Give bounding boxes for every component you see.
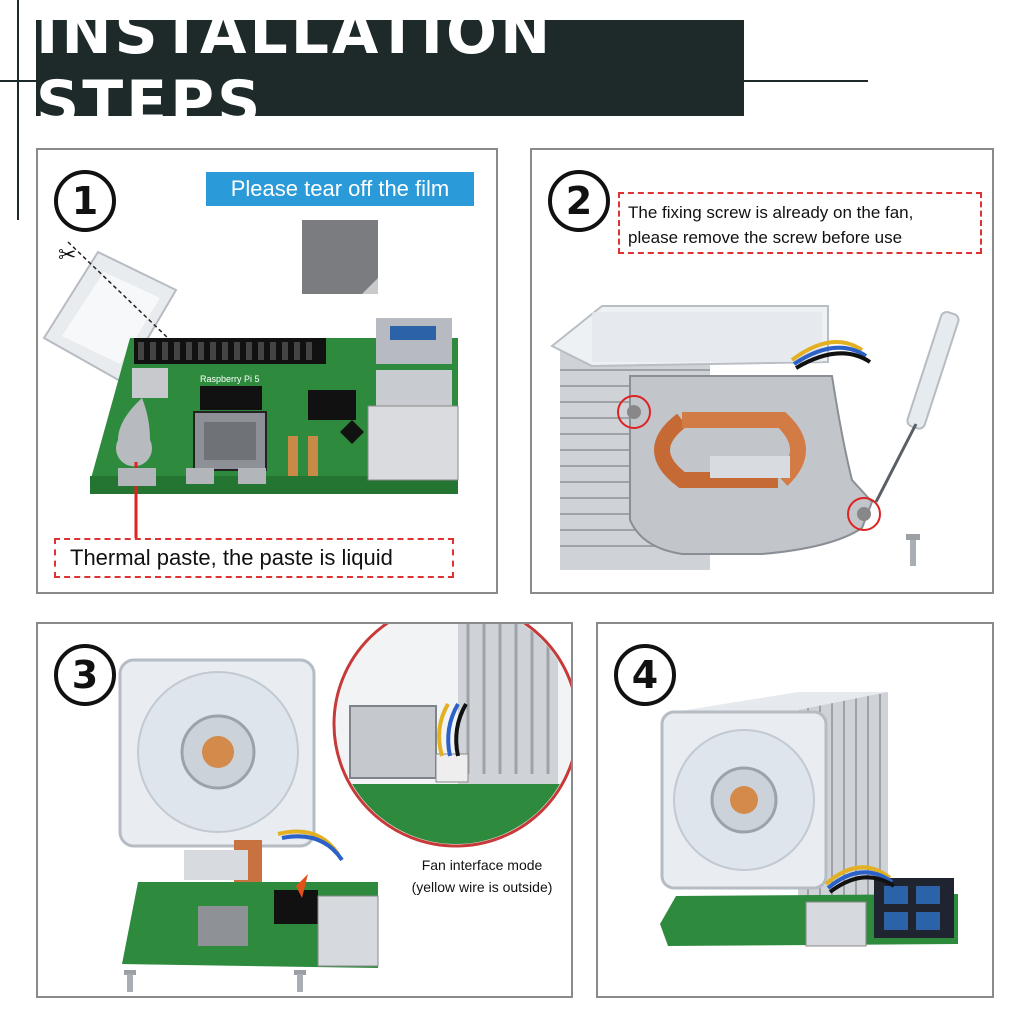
step-2-number: 2 [548, 170, 610, 232]
screwdriver-icon [874, 311, 960, 503]
fixing-screw-note-line1: The fixing screw is already on the fan, [628, 203, 914, 222]
step-2-panel: 2 The fixing screw is already on the fan… [530, 148, 994, 594]
fan-mounting-illustration [118, 624, 571, 992]
header-decor-vertical-line [17, 0, 19, 220]
step-1-number: 1 [54, 170, 116, 232]
step-4-panel: 4 [596, 622, 994, 998]
step-1-panel: 1 Please tear off the film ✂ Raspberry P… [36, 148, 498, 594]
cooling-fan-icon [660, 710, 828, 890]
page-title: INSTALLATION STEPS [36, 0, 554, 138]
thermal-paste-pouch-icon [42, 241, 178, 384]
header-banner: INSTALLATION STEPS [36, 0, 744, 138]
film-peel-corner [362, 278, 378, 294]
header-decor-right-line [744, 80, 868, 82]
cooling-fan-icon [550, 305, 829, 368]
cooling-fan-icon [118, 658, 316, 848]
fan-interface-caption-line1: Fan interface mode [421, 857, 543, 873]
fixing-screw-note-line2: please remove the screw before use [628, 228, 903, 247]
raspberry-pi-board-illustration: Raspberry Pi 5 [42, 241, 459, 538]
screw-icon [906, 534, 920, 566]
assembled-cooler-illustration [660, 692, 958, 947]
board-label: Raspberry Pi 5 [200, 374, 260, 384]
step-3-number: 3 [54, 644, 116, 706]
header-decor-left-line [0, 80, 36, 82]
fixing-screw-note: The fixing screw is already on the fan, … [618, 192, 982, 254]
tear-film-tag: Please tear off the film [206, 172, 474, 206]
fan-interface-caption: Fan interface mode (yellow wire is outsi… [390, 854, 571, 898]
cooler-illustration [550, 305, 960, 570]
thermal-paste-note: Thermal paste, the paste is liquid [54, 538, 454, 578]
step-4-number: 4 [614, 644, 676, 706]
step-3-panel: 3 [36, 622, 573, 998]
fan-interface-caption-line2: (yellow wire is outside) [411, 879, 553, 895]
scissors-icon: ✂ [58, 242, 77, 267]
